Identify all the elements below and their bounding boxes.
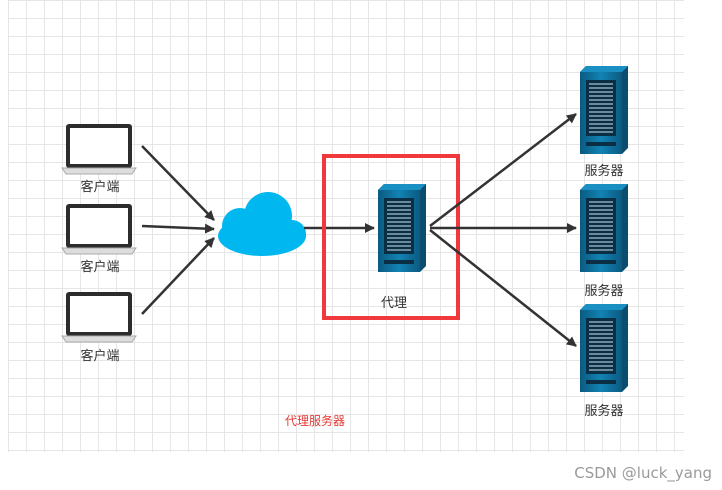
client-laptop-icon-1 bbox=[61, 123, 137, 175]
backend-server-icon-2 bbox=[579, 183, 629, 273]
proxy-highlight-box bbox=[322, 154, 460, 320]
server-label-3: 服务器 bbox=[584, 404, 624, 419]
arrow-client3-to-cloud bbox=[141, 237, 215, 315]
watermark: CSDN @luck_yang bbox=[574, 464, 712, 482]
arrow-client1-to-cloud bbox=[141, 145, 215, 221]
server-label-1: 服务器 bbox=[584, 164, 624, 179]
arrow-proxy-to-server3 bbox=[429, 229, 577, 347]
backend-server-icon-1 bbox=[579, 65, 629, 155]
client-label-3: 客户端 bbox=[80, 349, 120, 364]
proxy-server-icon bbox=[377, 183, 427, 273]
diagram-caption: 代理服务器 bbox=[284, 414, 346, 428]
backend-server-icon-3 bbox=[579, 303, 629, 393]
client-laptop-icon-2 bbox=[61, 203, 137, 255]
client-label-1: 客户端 bbox=[80, 180, 120, 195]
client-label-2: 客户端 bbox=[80, 260, 120, 275]
arrow-proxy-to-server1 bbox=[429, 113, 577, 227]
cloud-icon bbox=[218, 192, 306, 256]
client-laptop-icon-3 bbox=[61, 291, 137, 343]
arrow-client2-to-cloud bbox=[141, 223, 215, 234]
server-label-2: 服务器 bbox=[584, 284, 624, 299]
proxy-label: 代理 bbox=[380, 296, 408, 311]
